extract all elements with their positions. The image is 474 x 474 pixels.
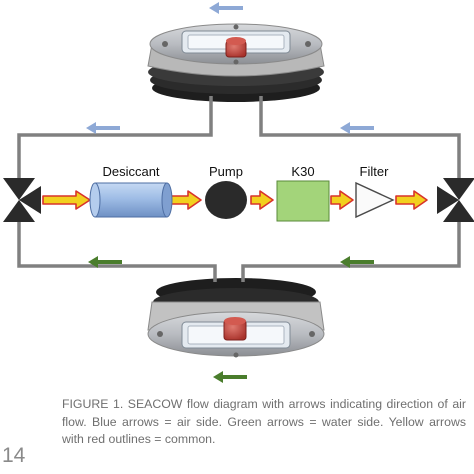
air-arrow — [86, 122, 120, 134]
common-arrow — [170, 190, 202, 210]
k30-sensor — [276, 180, 330, 222]
common-arrow — [42, 190, 91, 210]
left-valve — [3, 178, 41, 222]
desiccant-label: Desiccant — [102, 164, 159, 179]
water-arrow — [213, 371, 247, 383]
air-arrow — [340, 122, 374, 134]
page-number: 14 — [2, 444, 26, 467]
filter-body — [355, 181, 395, 219]
water-arrow — [340, 256, 374, 268]
filter-label: Filter — [360, 164, 390, 179]
common-arrow — [330, 190, 354, 210]
bottom-canister — [147, 278, 325, 358]
common-arrows — [42, 190, 428, 210]
water-arrow — [88, 256, 122, 268]
tubing — [17, 96, 461, 282]
figure-caption: FIGURE 1. SEACOW flow diagram with arrow… — [62, 397, 466, 446]
desiccant-cylinder — [89, 182, 173, 218]
pump-body — [205, 181, 247, 219]
right-valve — [437, 178, 474, 222]
top-canister — [147, 23, 325, 102]
air-arrow — [209, 2, 243, 14]
k30-label: K30 — [291, 164, 314, 179]
air-arrows — [86, 2, 374, 134]
common-arrow — [395, 190, 428, 210]
common-arrow — [250, 190, 274, 210]
water-arrows — [88, 256, 374, 383]
pump-label: Pump — [209, 164, 243, 179]
